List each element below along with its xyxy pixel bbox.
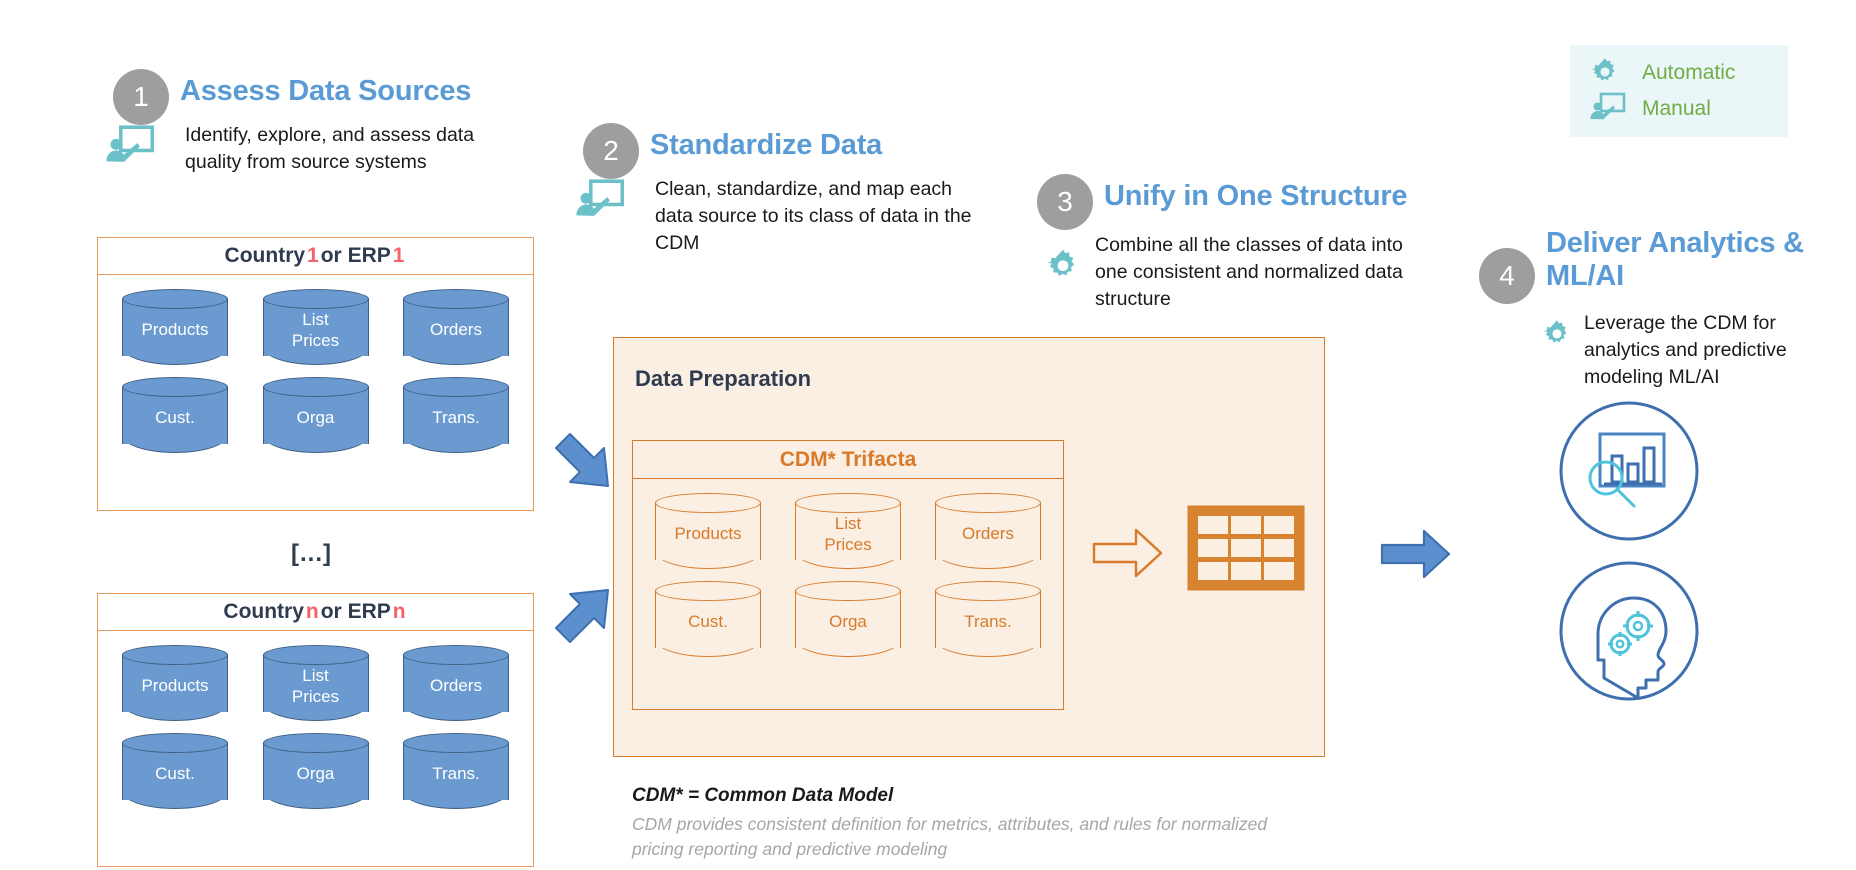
cylinder-label: Products [674, 524, 742, 544]
data-preparation-title: Data Preparation [635, 366, 812, 391]
step-number-1: 1 [113, 69, 169, 125]
cylinder-label: Cust. [688, 612, 728, 632]
legend-item-manual: Manual [1588, 91, 1770, 127]
source-box-2-index2: n [392, 600, 406, 623]
footnote-title: CDM* = Common Data Model [632, 785, 894, 806]
source-box-2-row-2: Cust. Orga Trans. [122, 733, 509, 821]
cylinder-products: Products [655, 493, 761, 569]
source-box-1-row-2: Cust. Orga Trans. [122, 377, 509, 465]
cylinder-orga: Orga [795, 581, 901, 657]
cdm-row-1: Products List Prices Orders [655, 493, 1041, 581]
source-box-1-body: Products List Prices Orders Cust. [98, 275, 533, 479]
gear-icon [1043, 247, 1083, 292]
source-box-2-row-1: Products List Prices Orders [122, 645, 509, 733]
legend-item-automatic: Automatic [1588, 55, 1770, 91]
cdm-trifacta-title: CDM* Trifacta [633, 441, 1063, 479]
arrow-right-outline-icon [1092, 527, 1164, 584]
step-title-3: Unify in One Structure [1104, 180, 1408, 212]
cylinder-label: Trans. [964, 612, 1012, 632]
gear-icon [1540, 318, 1574, 357]
source-box-2-title-middle: or ERP [320, 600, 391, 623]
cylinder-trans: Trans. [935, 581, 1041, 657]
manual-presentation-icon [1588, 92, 1628, 126]
source-box-country-1: Country 1 or ERP 1 Products List Prices … [97, 237, 534, 511]
source-box-2-index: n [305, 600, 319, 623]
step-description-2: Clean, standardize, and map each data so… [655, 178, 972, 254]
step-description-3: Combine all the classes of data into one… [1095, 234, 1403, 310]
cylinder-label: Trans. [432, 408, 480, 428]
cylinder-label: Cust. [155, 408, 195, 428]
cylinder-label: Orders [430, 676, 482, 696]
source-box-1-title: Country 1 or ERP 1 [98, 238, 533, 275]
cylinder-orders: Orders [935, 493, 1041, 569]
step-number-3: 3 [1037, 174, 1093, 230]
cylinder-list-prices: List Prices [795, 493, 901, 569]
footnote-text: CDM provides consistent definition for m… [632, 814, 1268, 860]
cylinder-orga: Orga [262, 733, 369, 809]
manual-presentation-icon [573, 178, 625, 225]
cylinder-label: List Prices [824, 514, 872, 554]
cylinder-label: Orga [829, 612, 867, 632]
cylinder-orders: Orders [403, 289, 509, 365]
source-box-1-row-1: Products List Prices Orders [122, 289, 509, 377]
legend-label-automatic: Automatic [1642, 61, 1736, 84]
source-box-1-index: 1 [307, 244, 319, 267]
cylinder-cust: Cust. [122, 377, 228, 453]
step-title-4: Deliver Analytics & ML/AI [1546, 227, 1804, 293]
cdm-row-2: Cust. Orga Trans. [655, 581, 1041, 669]
cylinder-cust: Cust. [122, 733, 228, 809]
step-title-1: Assess Data Sources [180, 75, 472, 107]
step-number-2: 2 [583, 123, 639, 179]
source-box-2-body: Products List Prices Orders Cust. [98, 631, 533, 835]
cylinder-orga: Orga [262, 377, 369, 453]
cylinder-trans: Trans. [403, 377, 509, 453]
source-box-1-title-middle: or ERP [320, 244, 391, 267]
cylinder-list-prices: List Prices [262, 645, 369, 721]
cdm-trifacta-box: CDM* Trifacta Products List Prices Order… [632, 440, 1064, 710]
cylinder-label: Trans. [432, 764, 480, 784]
cylinder-cust: Cust. [655, 581, 761, 657]
manual-presentation-icon [103, 124, 155, 171]
step-description-4: Leverage the CDM for analytics and predi… [1584, 312, 1787, 388]
cylinder-label: Orders [962, 524, 1014, 544]
cylinder-trans: Trans. [403, 733, 509, 809]
source-box-country-n: Country n or ERP n Products List Prices … [97, 593, 534, 867]
source-box-1-title-prefix: Country [224, 244, 306, 267]
gear-icon [1588, 56, 1628, 90]
arrow-up-right-icon [550, 578, 618, 651]
legend-label-manual: Manual [1642, 97, 1711, 120]
cylinder-list-prices: List Prices [262, 289, 369, 365]
cylinder-products: Products [122, 645, 228, 721]
cylinder-label: Orders [430, 320, 482, 340]
cylinder-products: Products [122, 289, 228, 365]
analytics-chart-search-icon [1558, 400, 1700, 547]
arrow-down-right-icon [550, 430, 618, 503]
source-box-2-title-prefix: Country [223, 600, 304, 623]
cdm-trifacta-body: Products List Prices Orders Cust. [633, 479, 1063, 683]
ai-head-gears-icon [1558, 560, 1700, 707]
cylinder-orders: Orders [403, 645, 509, 721]
cylinder-label: Products [141, 320, 209, 340]
cylinder-label: List Prices [291, 666, 340, 706]
cylinder-label: Orga [296, 408, 335, 428]
source-box-2-title: Country n or ERP n [98, 594, 533, 631]
step-description-1: Identify, explore, and assess data quali… [185, 124, 475, 173]
arrow-right-icon [1380, 528, 1452, 585]
legend-panel: Automatic Manual [1570, 45, 1788, 137]
step-title-2: Standardize Data [650, 129, 883, 161]
cylinder-label: Products [141, 676, 209, 696]
sources-ellipsis: [...] [291, 540, 332, 567]
table-grid-icon [1186, 504, 1306, 597]
cylinder-label: Cust. [155, 764, 195, 784]
cylinder-label: List Prices [291, 310, 340, 350]
cylinder-label: Orga [296, 764, 335, 784]
source-box-1-index2: 1 [392, 244, 405, 267]
step-number-4: 4 [1479, 248, 1535, 304]
